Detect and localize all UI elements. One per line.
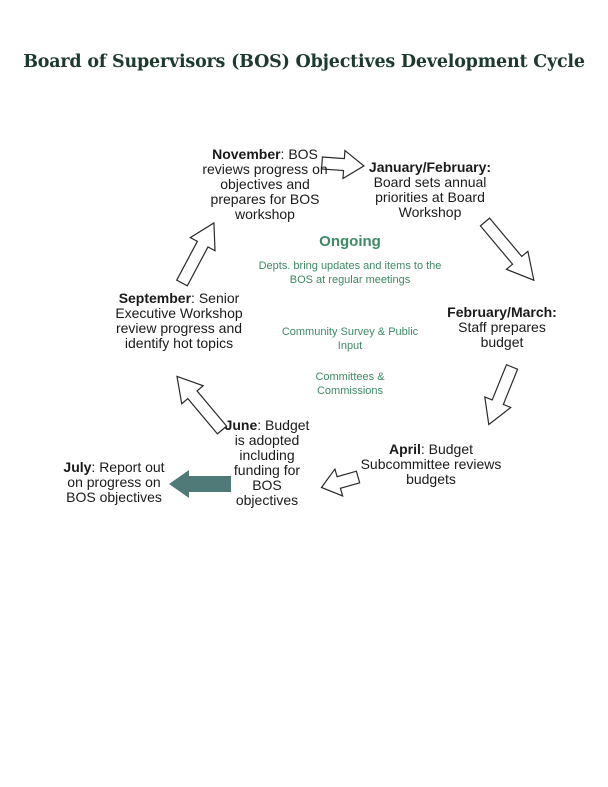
arrow-june-to-july — [169, 470, 231, 498]
stage-june: June: Budget is adopted including fundin… — [224, 418, 310, 508]
stage-june-label: June — [224, 417, 258, 433]
stage-november: November: BOS reviews progress on object… — [197, 147, 333, 222]
stage-april-label: April — [388, 441, 421, 457]
stage-november-text: : BOS reviews progress on objectives and… — [202, 146, 328, 222]
ongoing-item-updates: Depts. bring updates and items to the BO… — [258, 260, 442, 286]
stage-february-label: February/March: — [447, 304, 557, 320]
stage-january-text: Board sets annual priorities at Board Wo… — [373, 174, 487, 220]
arrow-february-to-april — [484, 363, 519, 426]
stage-april-text: : Budget Subcommittee reviews budgets — [360, 441, 502, 487]
stage-november-label: November — [212, 146, 281, 162]
stage-july: July: Report out on progress on BOS obje… — [60, 460, 168, 505]
stage-september: September: Senior Executive Workshop rev… — [108, 291, 250, 351]
stage-september-label: September — [118, 290, 192, 306]
stage-june-text: : Budget is adopted including funding fo… — [233, 417, 310, 508]
arrow-june-to-september — [176, 375, 228, 435]
stage-february: February/March: Staff prepares budget — [440, 305, 564, 350]
stage-september-text: : Senior Executive Workshop review progr… — [115, 290, 243, 351]
stage-july-text: : Report out on progress on BOS objectiv… — [66, 459, 165, 505]
arrow-april-to-june — [320, 467, 361, 497]
arrow-september-to-november — [175, 221, 216, 287]
stage-january: January/February: Board sets annual prio… — [360, 160, 500, 220]
ongoing-item-survey: Community Survey & Public Input — [281, 326, 419, 352]
arrow-november-to-january — [320, 149, 365, 180]
arrow-january-to-february — [479, 217, 535, 282]
ongoing-item-committees: Committees & Commissions — [315, 371, 385, 397]
page-title: Board of Supervisors (BOS) Objectives De… — [23, 52, 585, 72]
ongoing-title: Ongoing — [319, 233, 381, 250]
stage-january-label: January/February: — [368, 159, 492, 175]
stage-april: April: Budget Subcommittee reviews budge… — [356, 442, 506, 487]
stage-february-text: Staff prepares budget — [458, 319, 546, 350]
stage-july-label: July — [63, 459, 92, 475]
